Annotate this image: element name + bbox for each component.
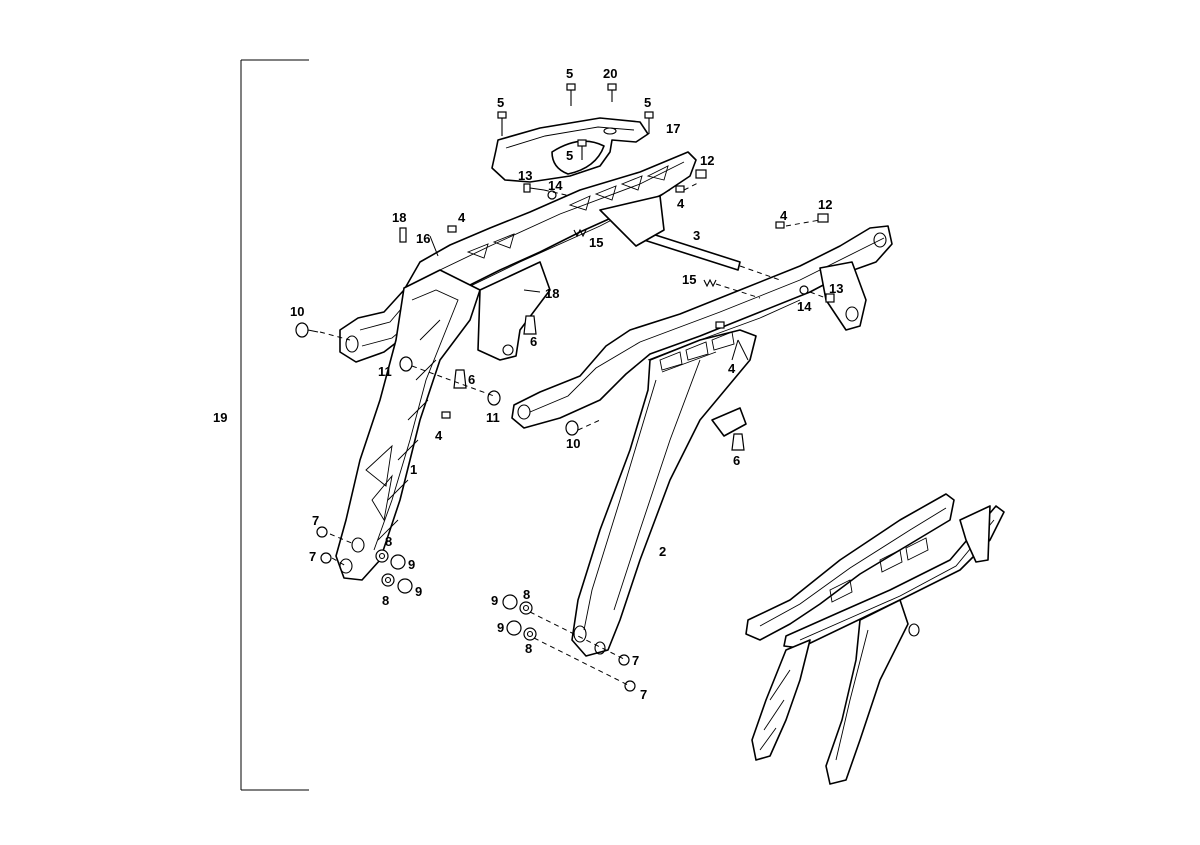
callout-9: 9 bbox=[415, 584, 422, 599]
nut-icon bbox=[397, 578, 413, 594]
callout-10: 10 bbox=[566, 436, 580, 451]
callout-11: 11 bbox=[378, 364, 392, 379]
hardware-parts bbox=[295, 83, 835, 692]
callout-5: 5 bbox=[566, 148, 573, 163]
callout-15: 15 bbox=[682, 272, 696, 287]
screw-icon bbox=[320, 552, 332, 564]
callout-10: 10 bbox=[290, 304, 304, 319]
callout-14: 14 bbox=[797, 299, 812, 314]
clip-icon bbox=[775, 221, 785, 229]
callout-5: 5 bbox=[497, 95, 504, 110]
rear-subframe bbox=[335, 151, 697, 581]
callout-9: 9 bbox=[408, 557, 415, 572]
callout-6: 6 bbox=[530, 334, 537, 349]
callout-7: 7 bbox=[309, 549, 316, 564]
callout-2: 2 bbox=[659, 544, 666, 559]
bolt-icon bbox=[566, 83, 576, 106]
screw-icon bbox=[607, 83, 617, 102]
callout-19: 19 bbox=[213, 410, 227, 425]
nut-icon bbox=[390, 554, 406, 570]
leader-lines bbox=[319, 181, 827, 687]
assembly-bracket bbox=[240, 59, 309, 791]
bolt-icon bbox=[644, 111, 654, 134]
screw-icon bbox=[316, 526, 328, 538]
grommet-icon bbox=[523, 315, 537, 335]
clip-icon bbox=[695, 169, 707, 179]
callout-8: 8 bbox=[525, 641, 532, 656]
assembled-frame-inset bbox=[745, 493, 1005, 785]
washer-icon bbox=[523, 627, 537, 641]
cross-shaft bbox=[599, 195, 781, 281]
grommet-icon bbox=[731, 433, 745, 451]
bolt-icon bbox=[577, 139, 587, 160]
callout-18: 18 bbox=[545, 286, 559, 301]
callout-4: 4 bbox=[435, 428, 443, 443]
callout-labels: 5 20 5 5 17 5 12 13 14 4 18 4 16 15 3 4 … bbox=[213, 66, 843, 702]
callout-1: 1 bbox=[410, 462, 417, 477]
callout-14: 14 bbox=[548, 178, 563, 193]
callout-7: 7 bbox=[632, 653, 639, 668]
bolt-icon bbox=[565, 420, 579, 436]
callout-16: 16 bbox=[416, 231, 430, 246]
spring-icon bbox=[703, 278, 717, 288]
bolt-icon bbox=[825, 293, 835, 303]
callout-5: 5 bbox=[644, 95, 651, 110]
callout-15: 15 bbox=[589, 235, 603, 250]
callout-4: 4 bbox=[728, 361, 736, 376]
callout-4: 4 bbox=[780, 208, 788, 223]
callout-8: 8 bbox=[385, 534, 392, 549]
right-frame-rail bbox=[511, 225, 893, 657]
bushing-icon bbox=[399, 356, 413, 372]
callout-8: 8 bbox=[382, 593, 389, 608]
washer-icon bbox=[375, 549, 389, 563]
clip-icon bbox=[447, 225, 457, 233]
bushing-icon bbox=[487, 390, 501, 406]
callout-5: 5 bbox=[566, 66, 573, 81]
callout-8: 8 bbox=[523, 587, 530, 602]
callout-9: 9 bbox=[497, 620, 504, 635]
washer-icon bbox=[381, 573, 395, 587]
clip-icon bbox=[817, 213, 829, 223]
bolt-icon bbox=[497, 111, 507, 136]
bolt-icon bbox=[295, 322, 319, 338]
screw-icon bbox=[618, 654, 630, 666]
top-bracket-plate bbox=[491, 117, 649, 183]
callout-11: 11 bbox=[486, 410, 500, 425]
callout-4: 4 bbox=[677, 196, 685, 211]
callout-6: 6 bbox=[733, 453, 740, 468]
callout-20: 20 bbox=[603, 66, 617, 81]
callout-4: 4 bbox=[458, 210, 466, 225]
pin-icon bbox=[399, 227, 407, 243]
callout-6: 6 bbox=[468, 372, 475, 387]
nut-icon bbox=[502, 594, 518, 610]
clip-icon bbox=[715, 321, 725, 329]
callout-12: 12 bbox=[818, 197, 832, 212]
spring-icon bbox=[573, 228, 587, 238]
callout-12: 12 bbox=[700, 153, 714, 168]
callout-17: 17 bbox=[666, 121, 680, 136]
clip-icon bbox=[675, 185, 685, 193]
callout-9: 9 bbox=[491, 593, 498, 608]
callout-3: 3 bbox=[693, 228, 700, 243]
washer-icon bbox=[519, 601, 533, 615]
screw-icon bbox=[624, 680, 636, 692]
callout-18: 18 bbox=[392, 210, 406, 225]
callout-7: 7 bbox=[640, 687, 647, 702]
callout-13: 13 bbox=[518, 168, 532, 183]
nut-icon bbox=[506, 620, 522, 636]
clip-icon bbox=[441, 411, 451, 419]
bolt-icon bbox=[523, 183, 545, 193]
spacer-icon bbox=[799, 285, 809, 295]
callout-7: 7 bbox=[312, 513, 319, 528]
callout-13: 13 bbox=[829, 281, 843, 296]
spacer-icon bbox=[547, 190, 557, 200]
